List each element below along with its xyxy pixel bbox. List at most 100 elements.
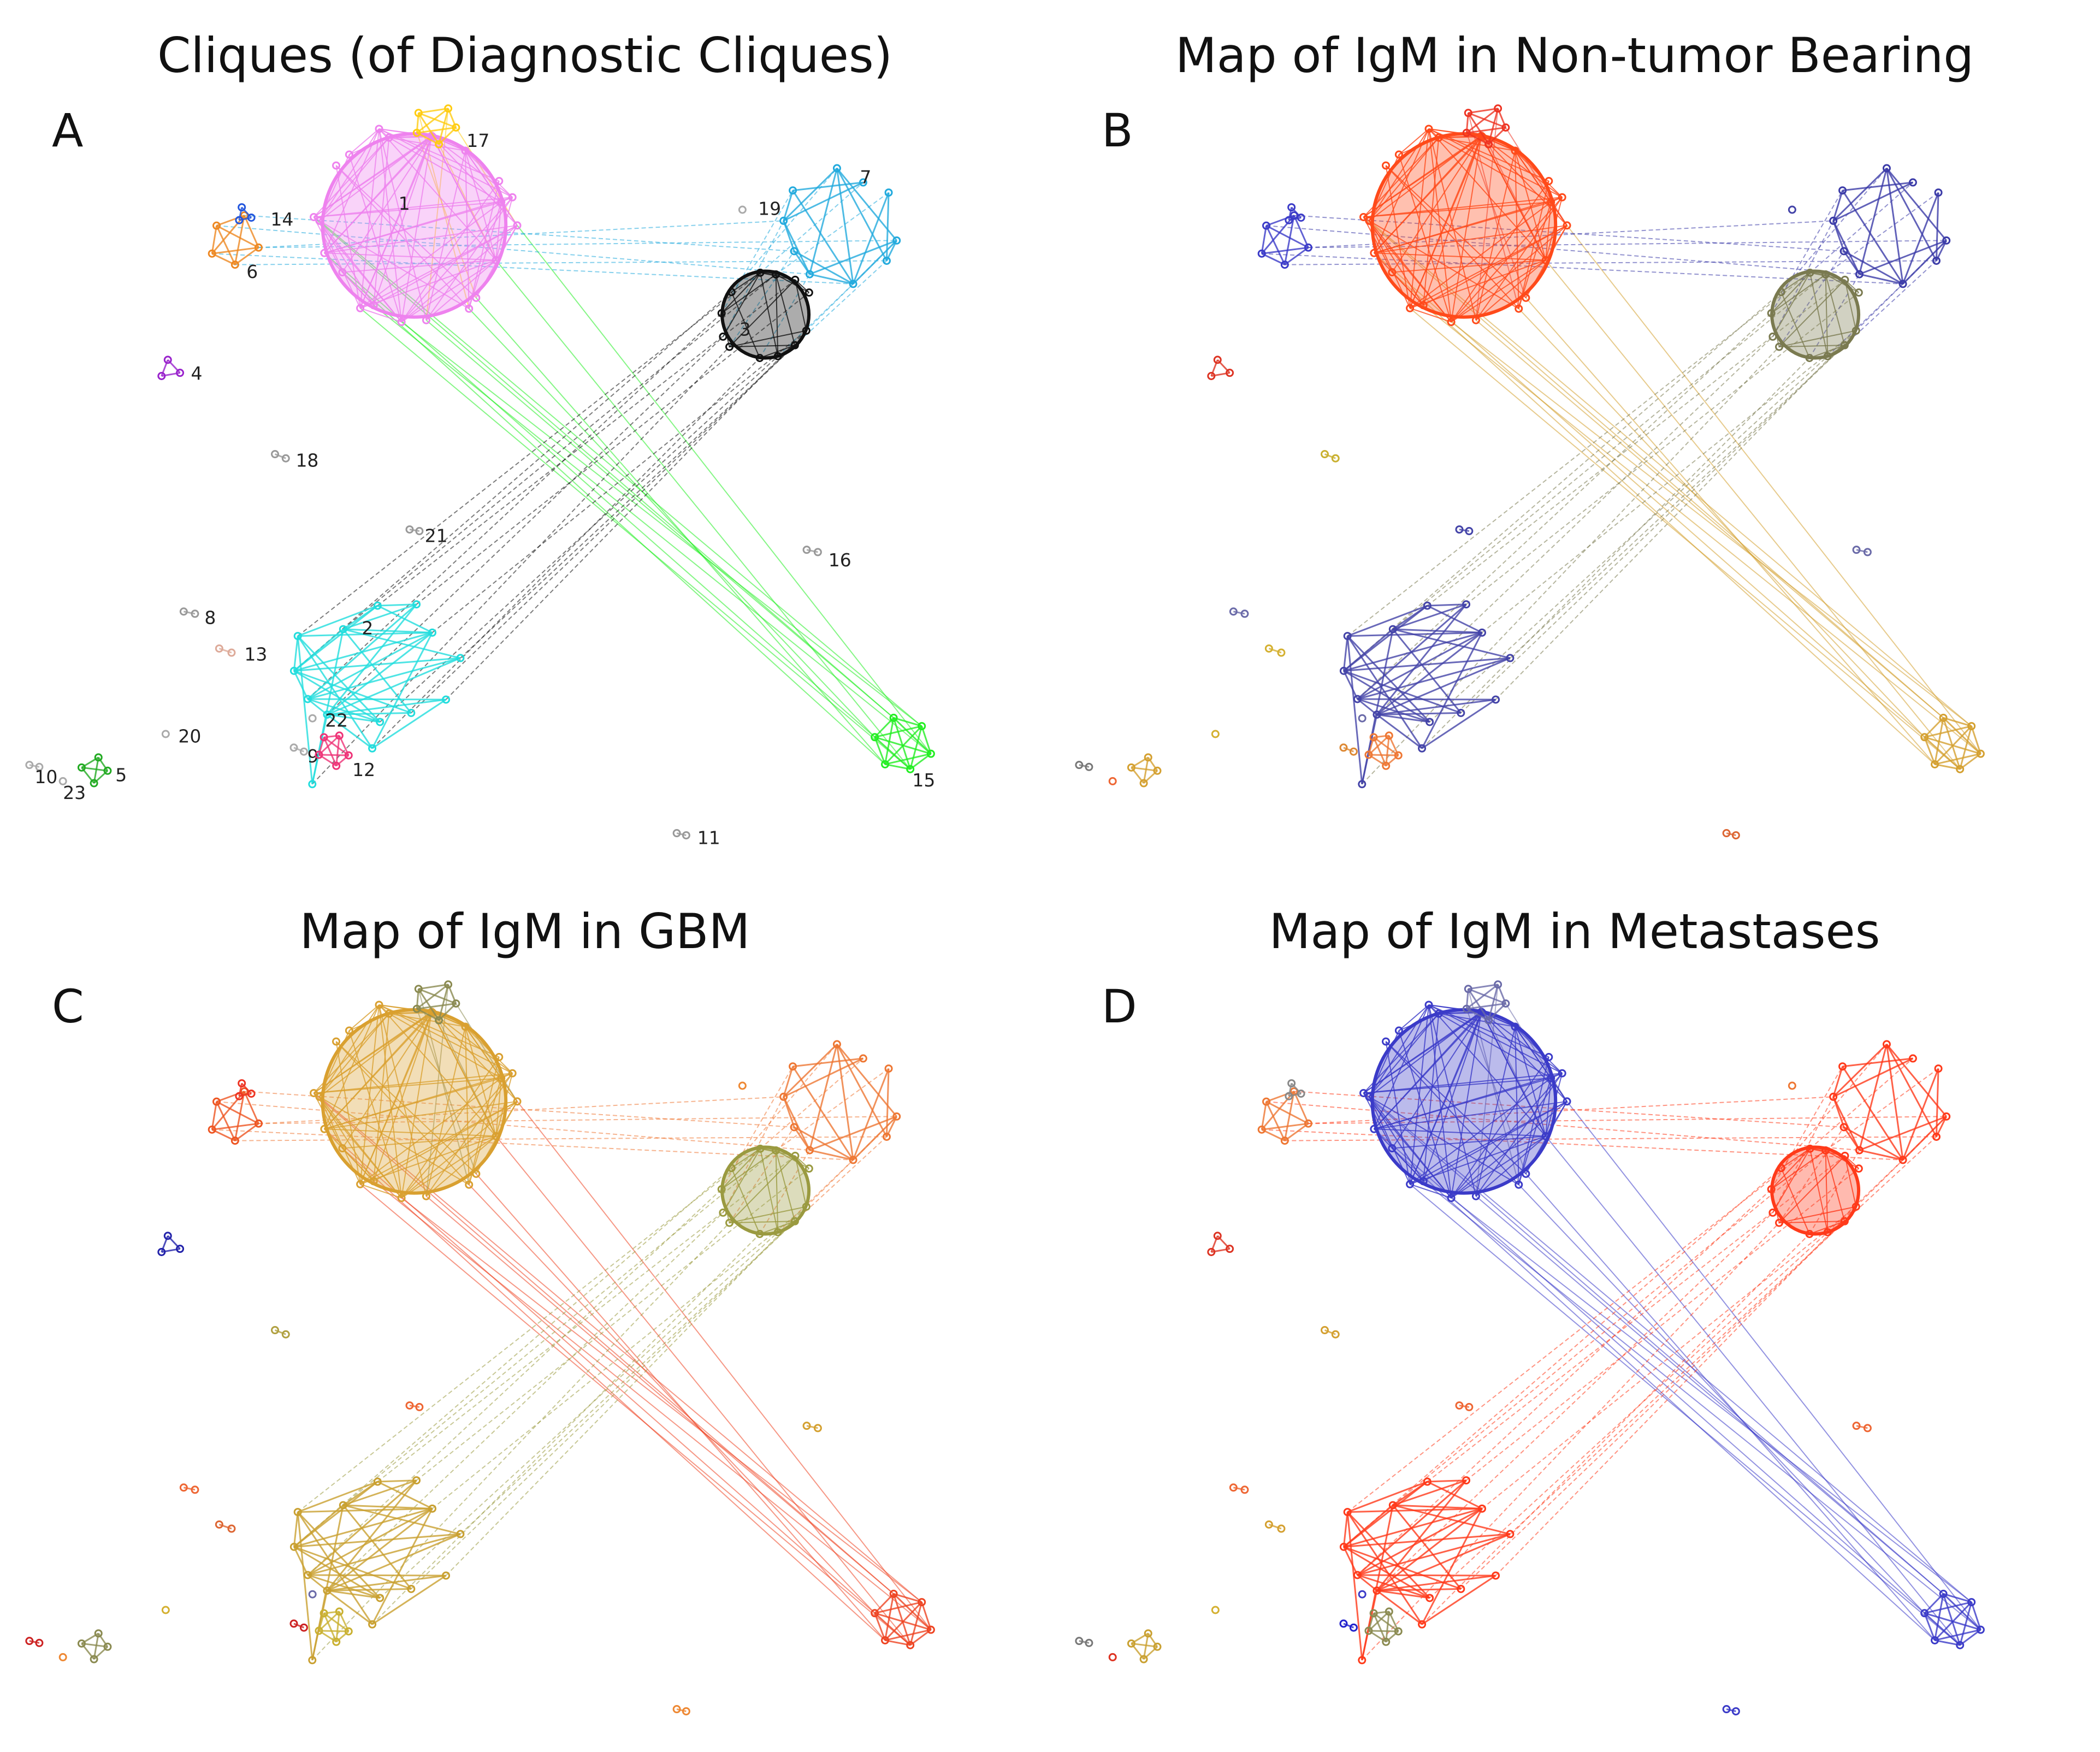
clique-6-node xyxy=(208,249,216,258)
clique-2-edge xyxy=(371,1575,447,1625)
clique-3-node xyxy=(755,1230,764,1239)
clique-3-node xyxy=(717,1185,726,1193)
edge-1-15 xyxy=(1518,308,1925,738)
clique-7-edge xyxy=(1902,1116,1947,1161)
clique-12-node xyxy=(1394,1627,1403,1636)
clique-3-node xyxy=(1777,1164,1785,1173)
clique-11-edge xyxy=(676,1708,687,1712)
clique-15-edge xyxy=(892,1593,912,1646)
clique-7-node xyxy=(859,178,867,187)
clique-2-node xyxy=(308,1656,317,1665)
clique-2 xyxy=(1339,1476,1515,1665)
clique-17-edge xyxy=(416,108,449,134)
clique-2-edge xyxy=(1392,628,1511,659)
clique-3-edge xyxy=(775,1150,779,1233)
clique-21-node xyxy=(415,1402,424,1411)
edge-1-15 xyxy=(373,305,932,754)
clique-1-edge xyxy=(1515,1026,1552,1079)
clique-5-node xyxy=(1144,753,1152,762)
edge-1-15 xyxy=(1475,319,1944,719)
clique-2-node xyxy=(412,600,421,609)
clique-7-edge xyxy=(1832,220,1860,275)
clique-9 xyxy=(1339,743,1358,756)
clique-8-edge xyxy=(1233,611,1245,615)
panel-c-title: Map of IgM in GBM xyxy=(299,903,750,960)
edge-2-3 xyxy=(1460,1221,1845,1590)
clique-1-node xyxy=(1563,1097,1571,1106)
clique-21-edge xyxy=(1459,1404,1470,1408)
clique-17-edge xyxy=(1466,108,1499,134)
clique-14-edge xyxy=(239,217,252,221)
clique-5-node xyxy=(103,1642,112,1651)
clique-1-node xyxy=(384,1009,393,1018)
clique-14-node xyxy=(235,1092,244,1100)
clique-label-1: 1 xyxy=(399,193,410,214)
clique-1-edge xyxy=(1551,197,1563,203)
clique-label-5: 5 xyxy=(115,764,127,785)
clique-6-node xyxy=(1262,221,1270,230)
clique-7-node xyxy=(882,1132,891,1141)
clique-1-node xyxy=(1382,1037,1391,1046)
clique-1-node xyxy=(1370,1124,1379,1133)
clique-3-node xyxy=(1767,1185,1776,1193)
clique-2-edge xyxy=(1357,698,1430,723)
clique-12-edge xyxy=(1368,1611,1390,1632)
clique-3-node xyxy=(719,1208,727,1217)
clique-7-edge xyxy=(1858,1044,1888,1151)
clique-3-node xyxy=(1775,1218,1784,1227)
edge-6-7 xyxy=(258,220,784,248)
clique-2-edge xyxy=(1357,1574,1377,1591)
clique-2-node xyxy=(1339,666,1348,675)
clique-4-node xyxy=(1213,356,1222,364)
clique-1-node xyxy=(1471,1192,1480,1200)
clique-20-node xyxy=(161,730,170,738)
clique-7-node xyxy=(832,164,841,173)
clique-8-node xyxy=(191,609,199,618)
clique-3-edge xyxy=(731,1148,761,1169)
clique-2-edge xyxy=(307,698,446,701)
clique-16-node xyxy=(813,548,822,557)
clique-4-node xyxy=(176,1245,185,1253)
clique-5-edge xyxy=(1147,1632,1158,1648)
clique-5-node xyxy=(1127,1639,1135,1648)
clique-label-19: 19 xyxy=(758,198,781,220)
clique-6-edge xyxy=(211,225,217,254)
clique-6-edge xyxy=(1261,252,1285,265)
clique-3-edge xyxy=(1772,1148,1811,1213)
clique-6-edge xyxy=(1261,1101,1267,1130)
clique-2-edge xyxy=(327,714,373,749)
clique-4 xyxy=(1207,1232,1234,1256)
clique-10-edge xyxy=(1079,764,1090,768)
clique-2-edge xyxy=(1342,636,1348,671)
clique-1-edge xyxy=(501,1073,513,1079)
clique-3-node xyxy=(804,288,813,297)
clique-1-edge xyxy=(1423,135,1482,306)
edge-2-3 xyxy=(1481,1206,1856,1510)
clique-17-edge xyxy=(416,984,449,1010)
clique-1-edge xyxy=(319,1013,390,1097)
clique-1-edge xyxy=(324,224,518,254)
clique-1-node xyxy=(1511,146,1519,155)
clique-5-edge xyxy=(81,766,108,772)
clique-15-edge xyxy=(909,726,923,770)
edge-1-15 xyxy=(324,1128,876,1614)
clique-18-node xyxy=(271,1326,280,1335)
clique-2-node xyxy=(1373,711,1381,719)
clique-15-node xyxy=(906,1641,915,1649)
clique-1-edge xyxy=(1439,1013,1516,1027)
panel-b-title: Map of IgM in Non-tumor Bearing xyxy=(1175,27,1974,84)
clique-1-edge xyxy=(348,1004,380,1031)
clique-3-node xyxy=(1823,352,1832,360)
clique-21-edge xyxy=(409,528,420,532)
clique-3-edge xyxy=(775,274,796,346)
clique-1-edge xyxy=(359,136,433,309)
clique-1-edge xyxy=(1475,1135,1546,1197)
clique-21-node xyxy=(1465,1402,1474,1411)
edge-2-3 xyxy=(1376,336,1773,715)
clique-2-edge xyxy=(377,1479,417,1483)
clique-2-edge xyxy=(1393,628,1482,634)
clique-label-10: 10 xyxy=(34,766,57,788)
clique-1-node xyxy=(1522,1169,1530,1178)
clique-14-node xyxy=(247,1090,256,1098)
clique-13-node xyxy=(1277,648,1286,657)
